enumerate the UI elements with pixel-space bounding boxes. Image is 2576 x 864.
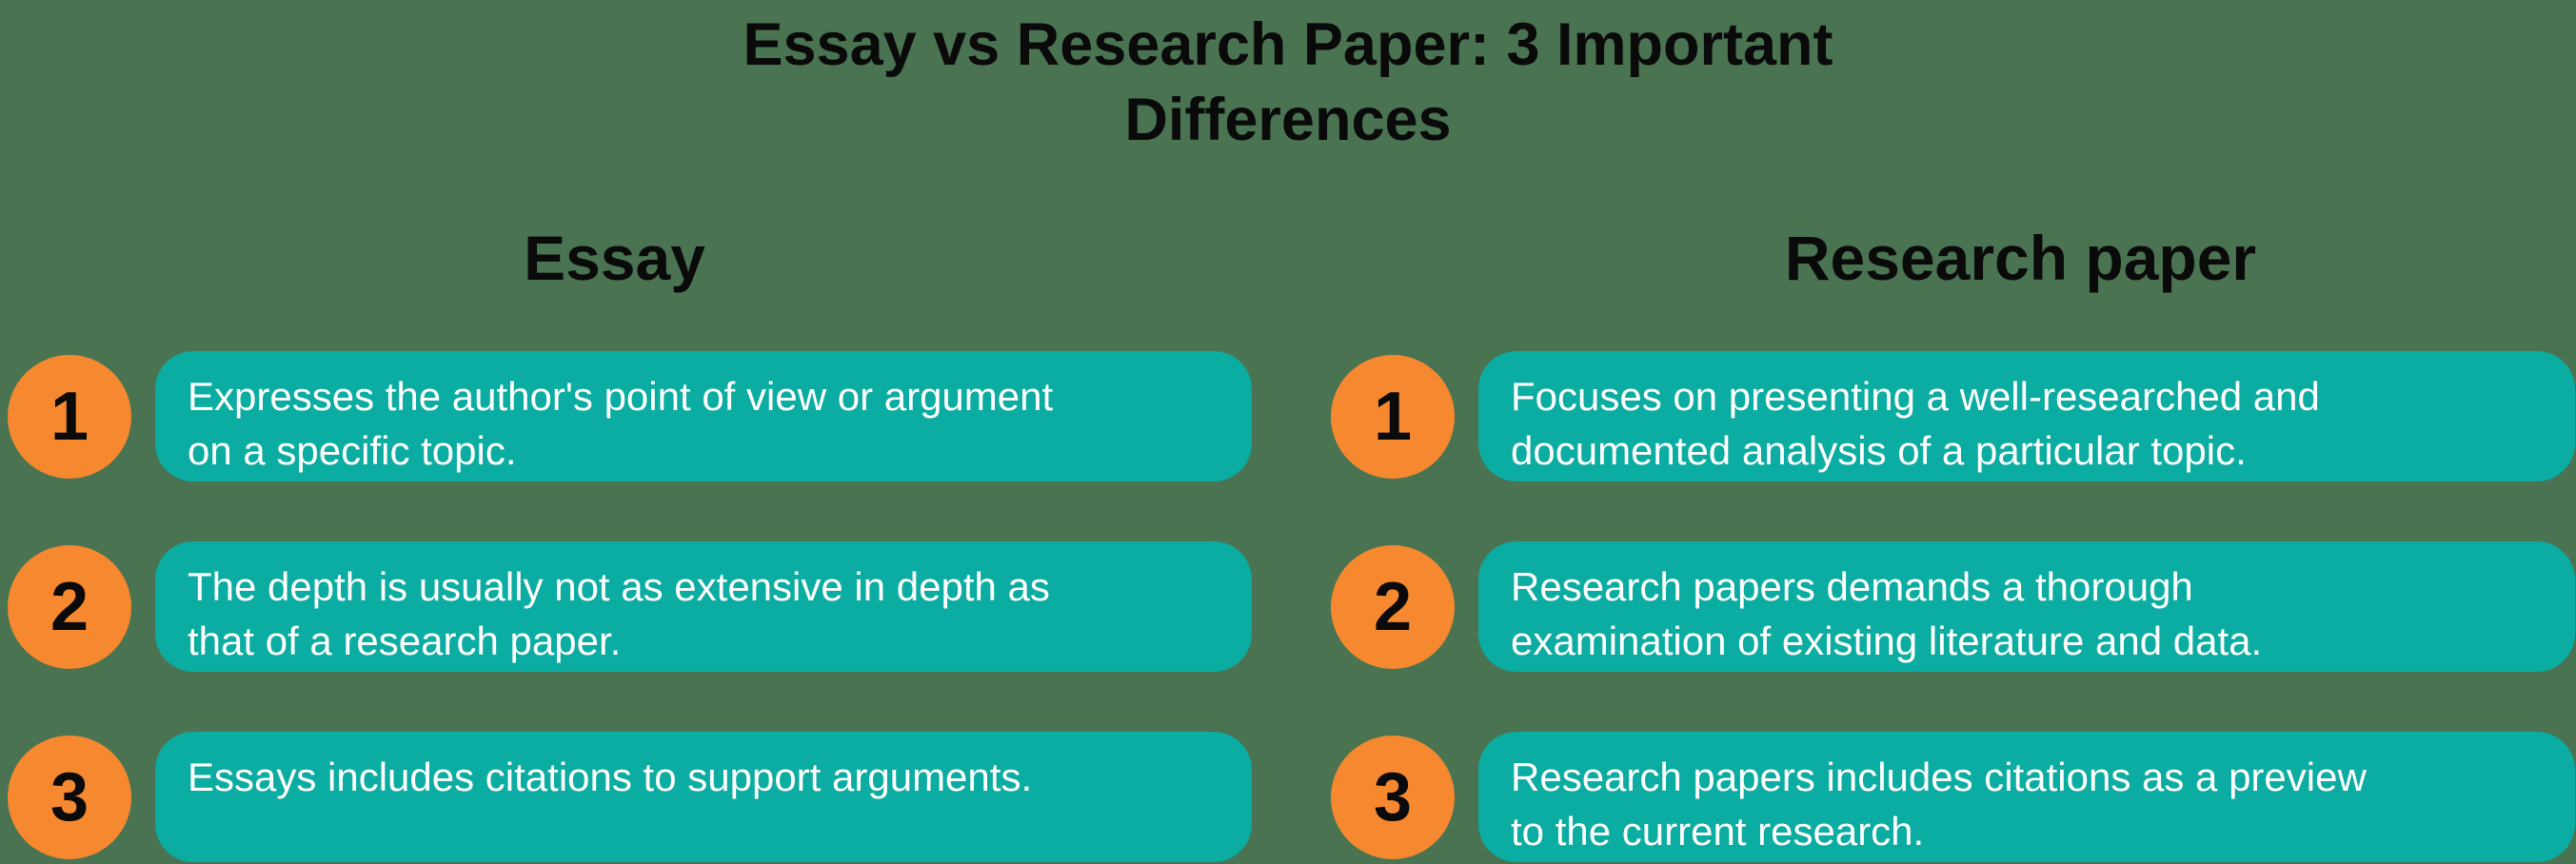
research-item-1: 1 Focuses on presenting a well-researche… [1288,351,2576,481]
page-title: Essay vs Research Paper: 3 Important Dif… [0,0,2576,158]
research-card-1: Focuses on presenting a well-researched … [1478,351,2575,481]
essay-item-2: 2 The depth is usually not as extensive … [0,541,1288,672]
badge-number: 1 [50,378,89,455]
essay-item-3: 3 Essays includes citations to support a… [0,732,1288,862]
title-line-1: Essay vs Research Paper: 3 Important [743,11,1833,78]
number-badge-1: 1 [8,354,131,479]
essay-rows: 1 Expresses the author's point of view o… [0,351,1288,862]
essay-item-1: 1 Expresses the author's point of view o… [0,351,1288,481]
essay-column-heading: Essay [524,223,705,293]
number-badge-1: 1 [1331,354,1455,479]
badge-number: 1 [1373,378,1413,455]
number-badge-3: 3 [1331,735,1455,859]
badge-number: 2 [1373,568,1413,645]
essay-card-2-text: The depth is usually not as extensive in… [188,564,1050,663]
research-item-3: 3 Research papers includes citations as … [1288,732,2576,862]
title-line-2: Differences [1124,87,1452,153]
number-badge-3: 3 [8,735,131,859]
research-card-2-text: Research papers demands a thorough exami… [1511,564,2263,663]
essay-card-1: Expresses the author's point of view or … [155,351,1252,481]
badge-number: 3 [50,758,89,835]
badge-number: 2 [50,568,89,645]
comparison-columns: Essay 1 Expresses the author's point of … [0,222,2576,862]
research-card-2: Research papers demands a thorough exami… [1478,541,2575,672]
number-badge-2: 2 [8,544,131,669]
research-card-1-text: Focuses on presenting a well-researched … [1511,374,2320,473]
research-paper-column: Research paper 1 Focuses on presenting a… [1288,222,2576,862]
essay-column: Essay 1 Expresses the author's point of … [0,222,1288,862]
research-paper-column-heading: Research paper [1784,223,2257,293]
badge-number: 3 [1373,758,1413,835]
number-badge-2: 2 [1331,544,1455,669]
research-card-3: Research papers includes citations as a … [1478,732,2575,862]
essay-card-2: The depth is usually not as extensive in… [155,541,1252,672]
essay-card-3: Essays includes citations to support arg… [155,732,1252,862]
research-card-3-text: Research papers includes citations as a … [1511,755,2367,854]
research-item-2: 2 Research papers demands a thorough exa… [1288,541,2576,672]
research-paper-rows: 1 Focuses on presenting a well-researche… [1288,351,2576,862]
essay-card-3-text: Essays includes citations to support arg… [188,755,1033,799]
essay-card-1-text: Expresses the author's point of view or … [188,374,1054,473]
